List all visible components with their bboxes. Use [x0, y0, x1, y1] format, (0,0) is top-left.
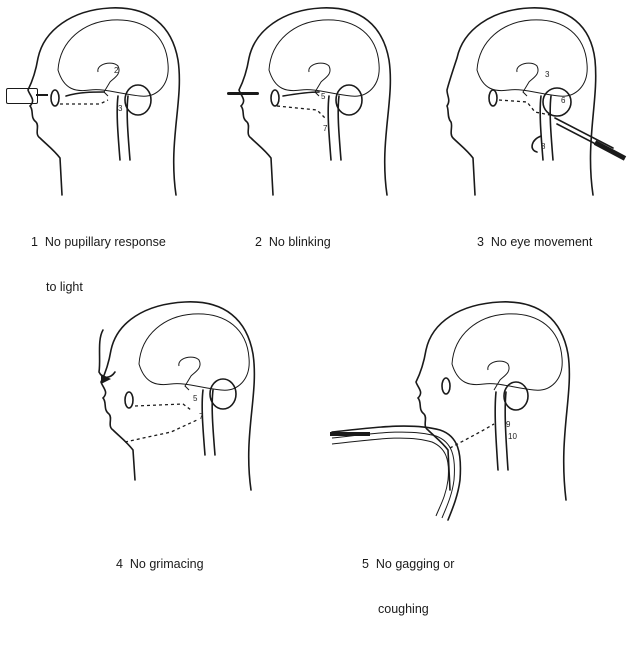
pathway-label: 3 — [545, 70, 549, 79]
flashlight-icon — [6, 88, 38, 104]
pathway-label: 5 — [321, 92, 325, 101]
pathway-label: 8 — [541, 142, 545, 151]
light-beam — [36, 94, 48, 96]
suction-catheter-icon — [330, 432, 370, 436]
pathway-label: 7 — [323, 124, 327, 133]
cotton-swab-icon — [227, 92, 259, 95]
pathway-label: 5 — [193, 394, 197, 403]
caption-4: 4 No grimacing — [116, 527, 204, 632]
pathway-label: 10 — [508, 432, 517, 441]
pathway-label: 7 — [199, 412, 203, 421]
panel-blinking: 5 7 2 No blinking — [225, 0, 425, 240]
panel-eye-movement: 3 6 8 3 No eye movement — [445, 0, 634, 240]
finger-press-icon — [101, 374, 111, 384]
pathway-label: 3 — [118, 104, 122, 113]
pathway-label: 9 — [506, 420, 510, 429]
pathway-label: 6 — [561, 96, 565, 105]
pathway-label: 2 — [114, 66, 118, 75]
head-sagittal-diagram — [95, 300, 315, 500]
panel-pupillary-response: 2 3 1 No pupillary response to light — [0, 0, 210, 240]
panel-grimacing: 5 7 4 No grimacing — [95, 300, 315, 561]
panel-gagging: 9 10 5 No gagging or coughing — [330, 300, 634, 561]
caption-2: 2 No blinking — [255, 205, 331, 310]
caption-3: 3 No eye movement — [477, 205, 592, 310]
head-sagittal-diagram — [445, 0, 634, 200]
head-sagittal-diagram — [330, 300, 634, 520]
caption-5: 5 No gagging or coughing — [362, 527, 454, 647]
